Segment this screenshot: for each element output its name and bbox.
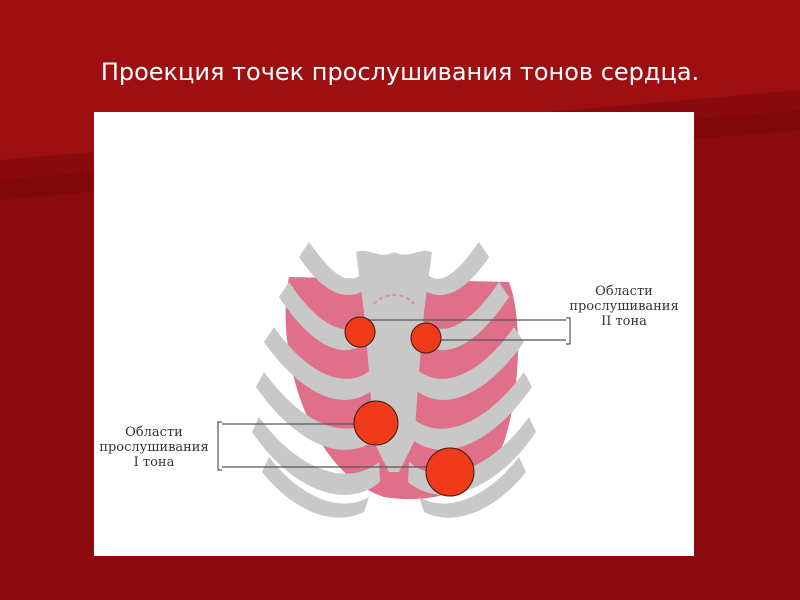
label-second-tone-line3: II тона <box>564 314 684 329</box>
label-second-tone-line1: Области <box>564 284 684 299</box>
auscultation-diagram: Области прослушивания II тона Области пр… <box>94 112 694 556</box>
chest-illustration <box>94 112 694 556</box>
label-second-tone-line2: прослушивания <box>564 299 684 314</box>
label-first-tone-line1: Области <box>94 425 214 440</box>
slide-title: Проекция точек прослушивания тонов сердц… <box>0 58 800 86</box>
point-aortic <box>345 317 375 347</box>
label-first-tone-line2: прослушивания <box>94 440 214 455</box>
point-mitral <box>426 448 474 496</box>
point-pulmonary <box>411 323 441 353</box>
label-first-tone-line3: I тона <box>94 455 214 470</box>
label-second-tone: Области прослушивания II тона <box>564 284 684 329</box>
label-first-tone: Области прослушивания I тона <box>94 425 214 470</box>
point-tricuspid <box>354 401 398 445</box>
